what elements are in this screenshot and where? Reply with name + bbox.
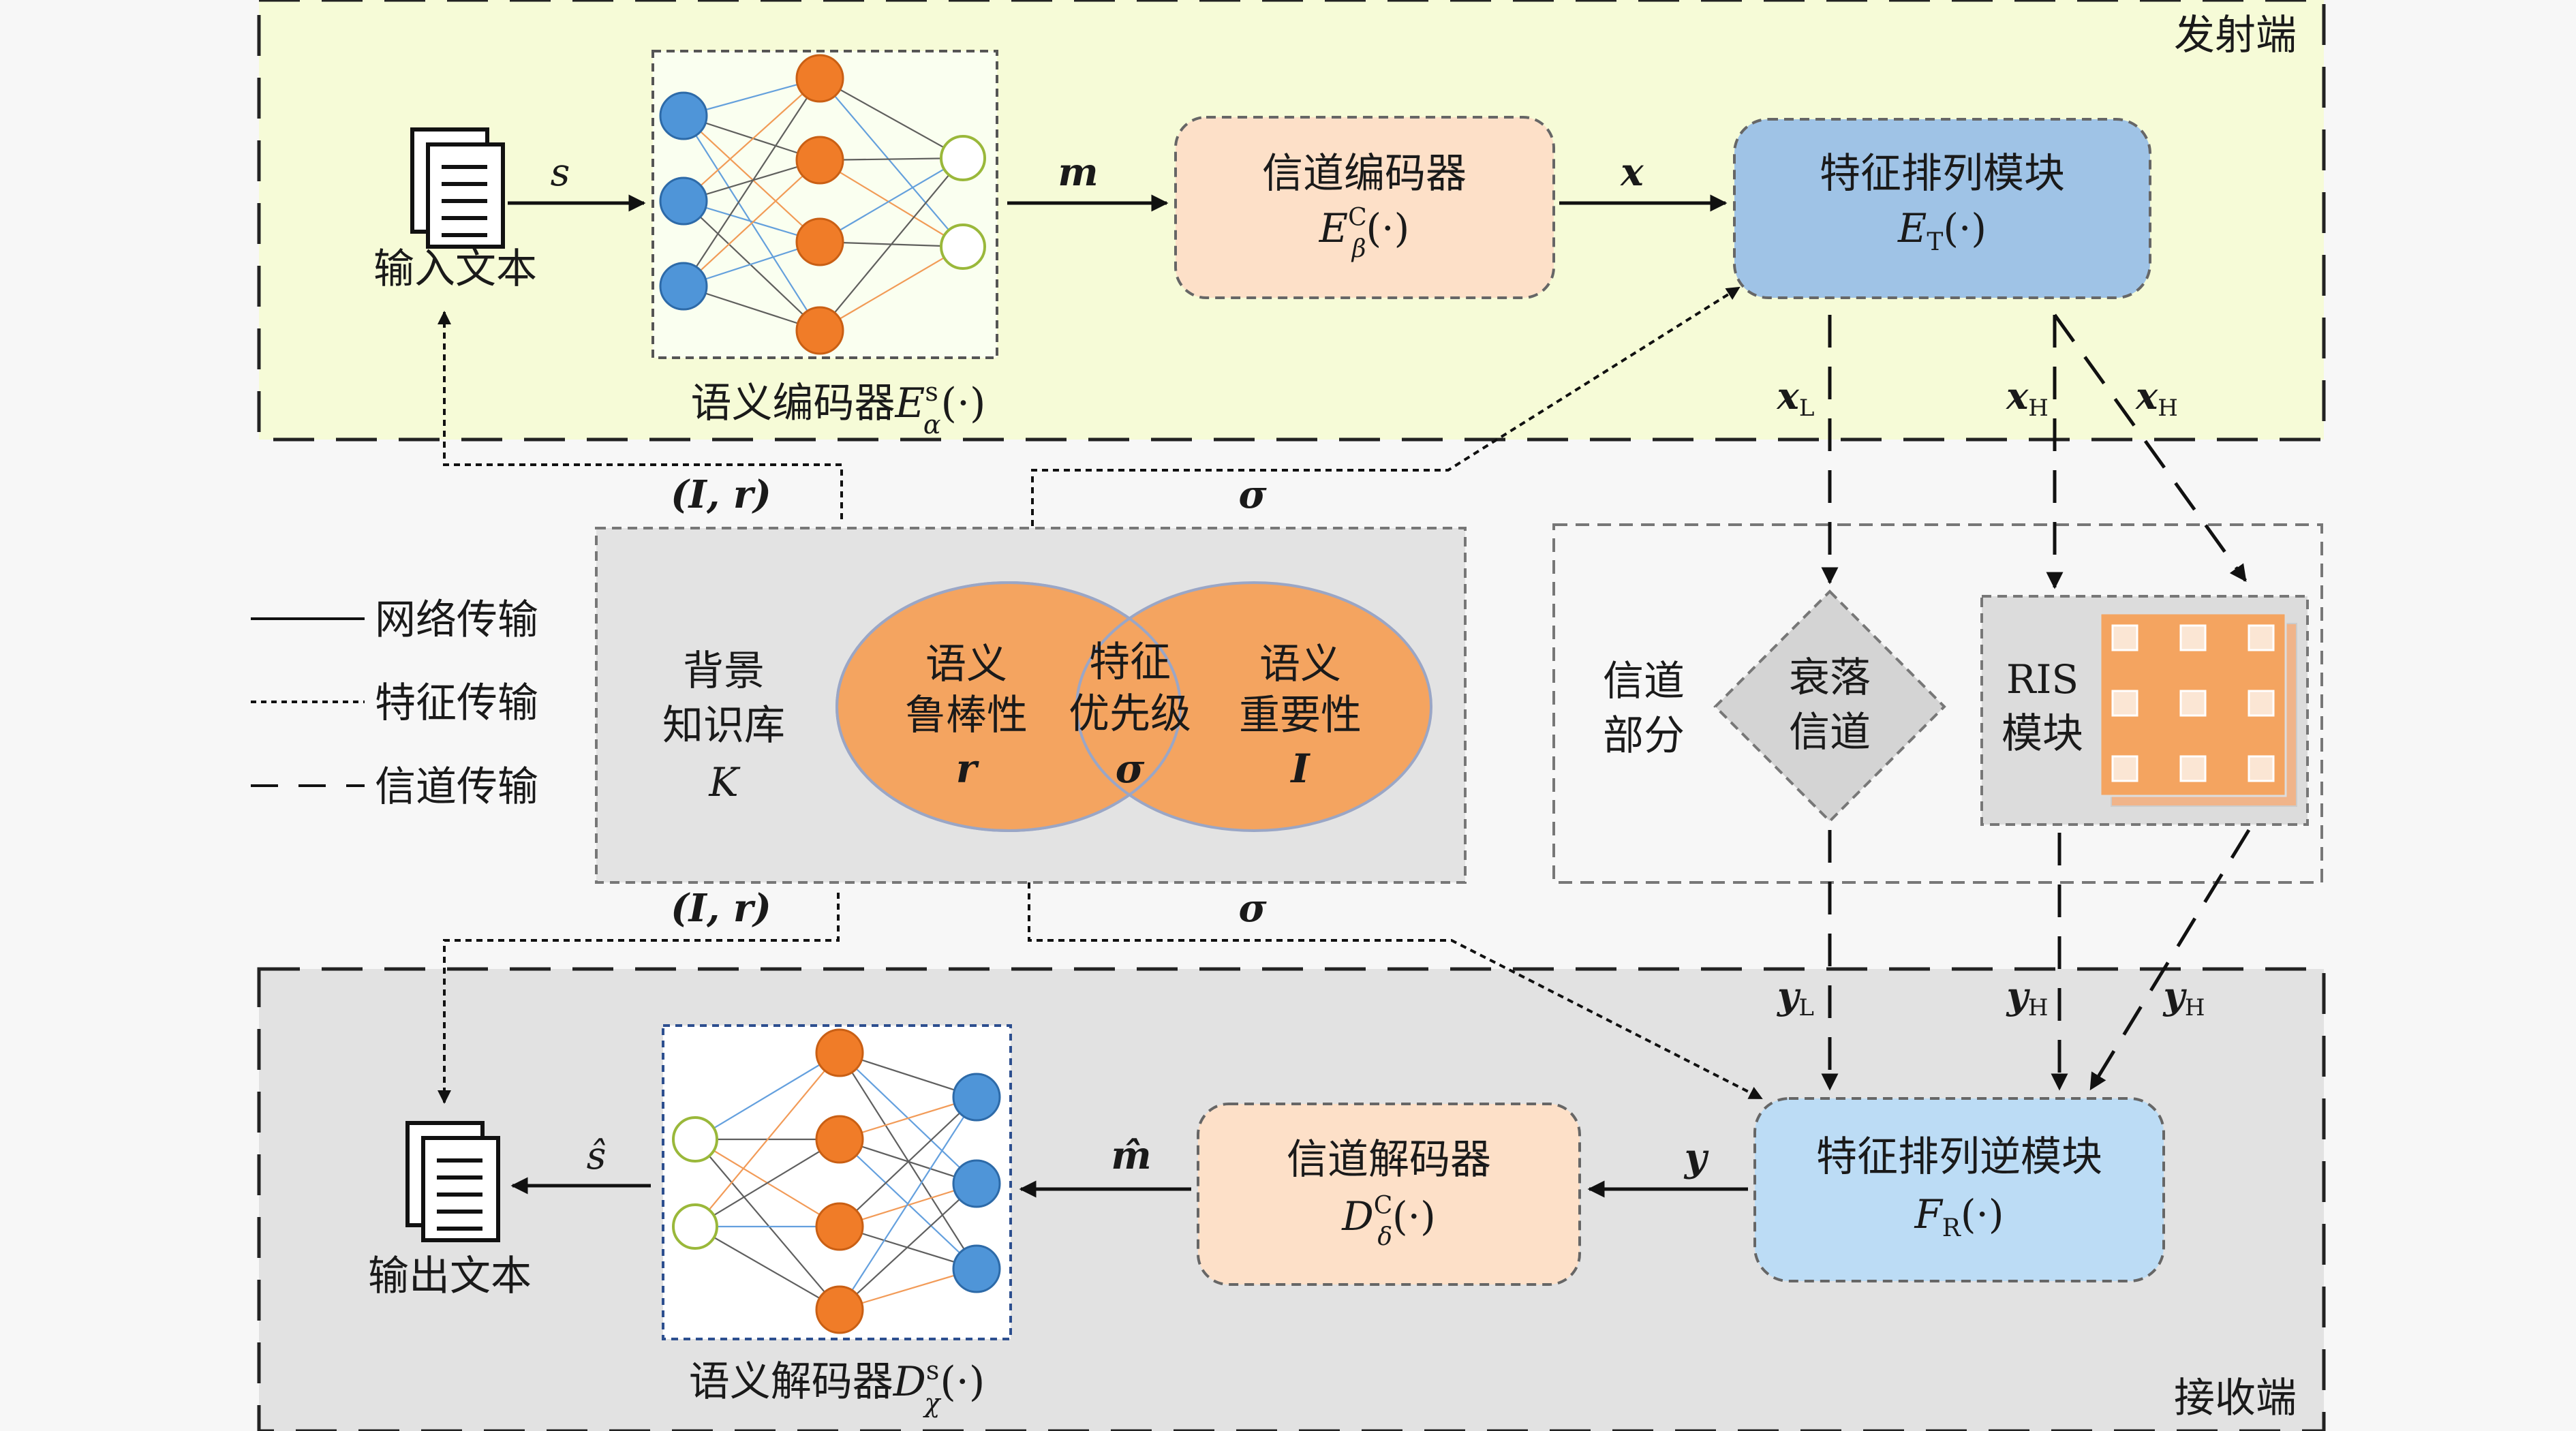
label-xL: xL <box>1777 374 1815 422</box>
label-x: x <box>1620 150 1644 195</box>
legend-network-label: 网络传输 <box>375 596 538 644</box>
feature-inverse-box <box>1753 1097 2165 1282</box>
input-document-icon <box>410 127 505 249</box>
fading-channel-diamond <box>1713 589 1946 823</box>
feature-inverse-symbol: FR(·) <box>1914 1191 2004 1242</box>
channel-decoder-label: 信道解码器 <box>1287 1136 1491 1184</box>
label-Ir-top: (I, r) <box>671 472 771 517</box>
semantic-decoder-network <box>662 1024 1012 1340</box>
importance-line2: 重要性 <box>1239 692 1362 739</box>
feature-link-kb-to-inverse <box>1028 882 1763 1100</box>
label-m: m <box>1058 150 1098 195</box>
fading-line1: 衰落 <box>1789 654 1871 702</box>
output-document-icon <box>405 1121 500 1242</box>
priority-line2: 优先级 <box>1069 690 1191 738</box>
output-text-label: 输出文本 <box>368 1252 532 1300</box>
priority-line1: 特征 <box>1089 638 1171 686</box>
channel-xH-diag <box>2053 313 2248 583</box>
importance-symbol: I <box>1289 745 1310 792</box>
knowledge-base-symbol: K <box>708 759 741 805</box>
ris-line1: RIS <box>2006 656 2079 703</box>
legend-channel-label: 信道传输 <box>375 763 538 811</box>
feature-link-kb-to-input <box>438 311 843 519</box>
channel-encoder-box <box>1174 116 1555 299</box>
ris-panel-icon <box>2099 612 2297 807</box>
ellipse-overlap-outline <box>835 581 1182 832</box>
ris-line2: 模块 <box>2002 710 2083 758</box>
robustness-symbol: r <box>956 745 980 792</box>
feature-arrange-label: 特征排列模块 <box>1820 150 2065 198</box>
knowledge-base-line1: 背景 <box>683 647 765 695</box>
input-text-label: 输入文本 <box>373 245 537 293</box>
channel-encoder-label: 信道编码器 <box>1262 150 1467 198</box>
label-xH-left: xH <box>2006 374 2049 422</box>
label-m-hat: m̂ <box>1111 1133 1151 1178</box>
feature-arrange-symbol: ET(·) <box>1897 205 1987 256</box>
robustness-line2: 鲁棒性 <box>905 692 1028 739</box>
channel-part-line2: 部分 <box>1603 712 1685 760</box>
transmitter-label: 发射端 <box>2174 12 2297 59</box>
label-sigma-bottom: σ <box>1238 886 1267 931</box>
label-yH-left: yH <box>2006 974 2048 1021</box>
feature-link-kb-to-output <box>438 893 840 1104</box>
feature-link-kb-to-arrange <box>1031 286 1741 526</box>
label-sigma-top: σ <box>1238 472 1267 517</box>
legend-feature-label: 特征传输 <box>375 679 538 727</box>
label-s: s <box>551 151 570 195</box>
label-xH-right: xH <box>2135 374 2178 422</box>
label-yL: yL <box>1777 974 1814 1021</box>
semantic-importance-ellipse <box>1075 581 1432 832</box>
feature-inverse-label: 特征排列逆模块 <box>1816 1133 2102 1181</box>
robustness-line1: 语义 <box>925 641 1007 688</box>
knowledge-base-line2: 知识库 <box>662 702 785 750</box>
label-s-hat: ŝ <box>587 1134 607 1178</box>
channel-decoder-box <box>1197 1103 1581 1286</box>
label-yH-right: yH <box>2162 974 2205 1021</box>
label-Ir-bottom: (I, r) <box>671 886 771 931</box>
channel-part-line1: 信道 <box>1603 658 1685 705</box>
label-y: y <box>1683 1135 1709 1180</box>
fading-line2: 信道 <box>1789 709 1871 756</box>
feature-arrange-box <box>1733 118 2151 299</box>
importance-line1: 语义 <box>1259 641 1341 688</box>
semantic-encoder-network <box>651 50 998 359</box>
priority-symbol: σ <box>1116 745 1145 792</box>
receiver-label: 接收端 <box>2174 1374 2297 1422</box>
